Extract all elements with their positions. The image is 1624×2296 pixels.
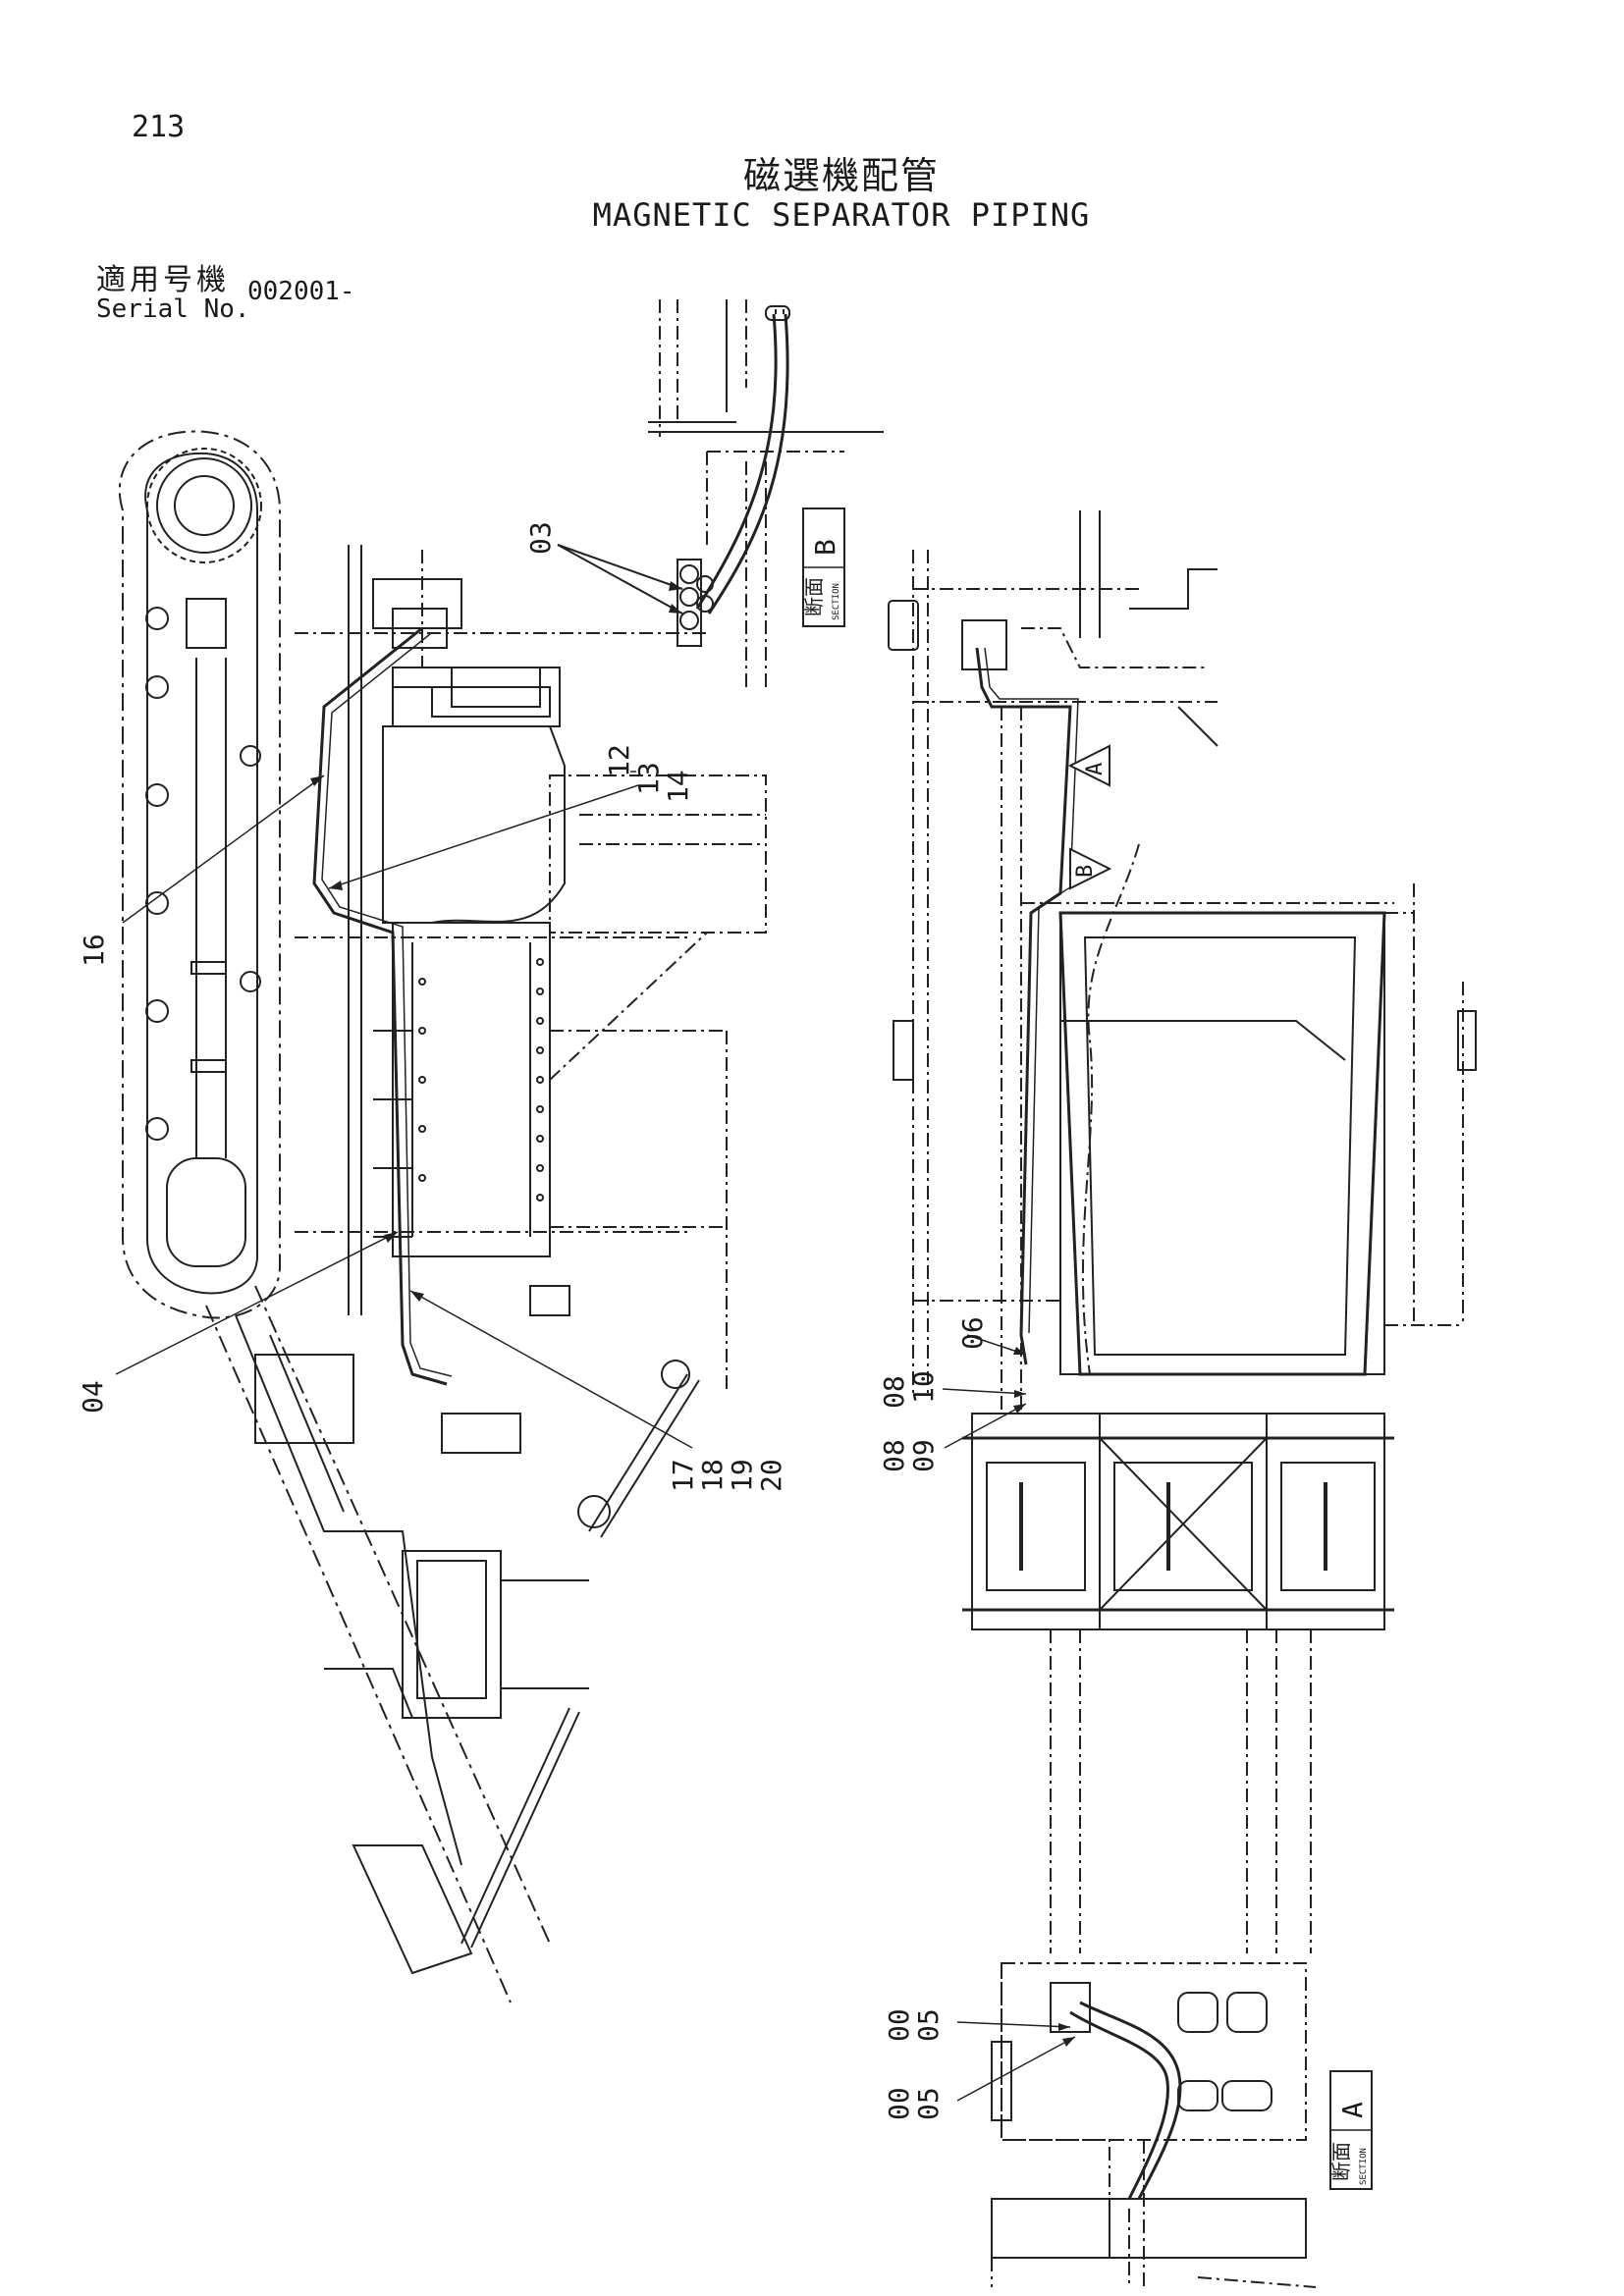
callout-label-00-a: 00: [883, 2008, 915, 2042]
right-view: [888, 510, 1477, 1953]
callout-label-20: 20: [755, 1459, 787, 1492]
callout-label-08-a: 08: [878, 1375, 910, 1409]
callout-label-09: 09: [907, 1439, 940, 1472]
callout-08-10: 08 10: [878, 1370, 1027, 1409]
callout-08-09: 08 09: [878, 1403, 1027, 1472]
callout-label-12: 12: [603, 744, 635, 777]
view-arrow-b-letter: B: [1073, 865, 1098, 878]
callout-04: 04: [77, 1231, 399, 1414]
section-a-letter: A: [1336, 2102, 1369, 2118]
serial-label-japanese: 適用号機: [96, 263, 230, 297]
page-title-japanese: 磁選機配管: [742, 154, 940, 197]
callout-label-05-a: 05: [912, 2008, 945, 2042]
callout-label-16: 16: [78, 934, 110, 967]
callout-12-13-14: 12 13 14: [328, 744, 694, 890]
callout-label-04: 04: [77, 1380, 109, 1414]
view-arrow-a: A: [1067, 744, 1110, 787]
conveyor-arm: [205, 1285, 700, 2003]
section-b-label: 断面 SECTION B: [802, 507, 845, 627]
section-a-label-ja: 断面: [1329, 2142, 1353, 2181]
callout-label-03: 03: [524, 521, 557, 555]
callout-label-17: 17: [667, 1459, 699, 1492]
callout-16: 16: [78, 774, 325, 967]
page-number: 213: [132, 110, 186, 144]
section-b-detail: [648, 299, 884, 687]
callout-label-14: 14: [662, 770, 694, 803]
page-title-english: MAGNETIC SEPARATOR PIPING: [592, 196, 1091, 234]
callout-00-05-upper: 00 05: [883, 2008, 1071, 2042]
callout-label-05-b: 05: [912, 2087, 945, 2120]
section-a-detail: [991, 1962, 1317, 2288]
callout-00-05-lower: 00 05: [883, 2036, 1076, 2120]
main-frame: [295, 545, 767, 1394]
callout-label-08-b: 08: [878, 1439, 910, 1472]
crawler-track: [118, 430, 281, 1319]
callout-label-06: 06: [956, 1316, 989, 1350]
section-b-label-ja: 断面: [802, 577, 826, 616]
section-a-label-en: SECTION: [1359, 2148, 1369, 2185]
callout-17-18-19-20: 17 18 19 20: [409, 1290, 787, 1492]
view-arrow-a-letter: A: [1083, 763, 1108, 775]
callout-label-10: 10: [907, 1370, 940, 1404]
serial-label-english: Serial No.: [96, 294, 250, 324]
view-arrow-b: B: [1069, 847, 1112, 890]
callout-06: 06: [956, 1316, 1027, 1356]
pipe-run-main: [312, 626, 453, 1386]
callout-label-19: 19: [726, 1459, 758, 1492]
section-a-label: 断面 SECTION A: [1329, 2070, 1373, 2190]
callout-label-00-b: 00: [883, 2087, 915, 2120]
callout-label-13: 13: [632, 762, 665, 795]
callout-03: 03: [524, 521, 683, 614]
section-b-letter: B: [809, 539, 841, 556]
callout-label-18: 18: [696, 1459, 729, 1492]
serial-number-value: 002001-: [247, 277, 355, 306]
section-b-label-en: SECTION: [832, 583, 841, 620]
